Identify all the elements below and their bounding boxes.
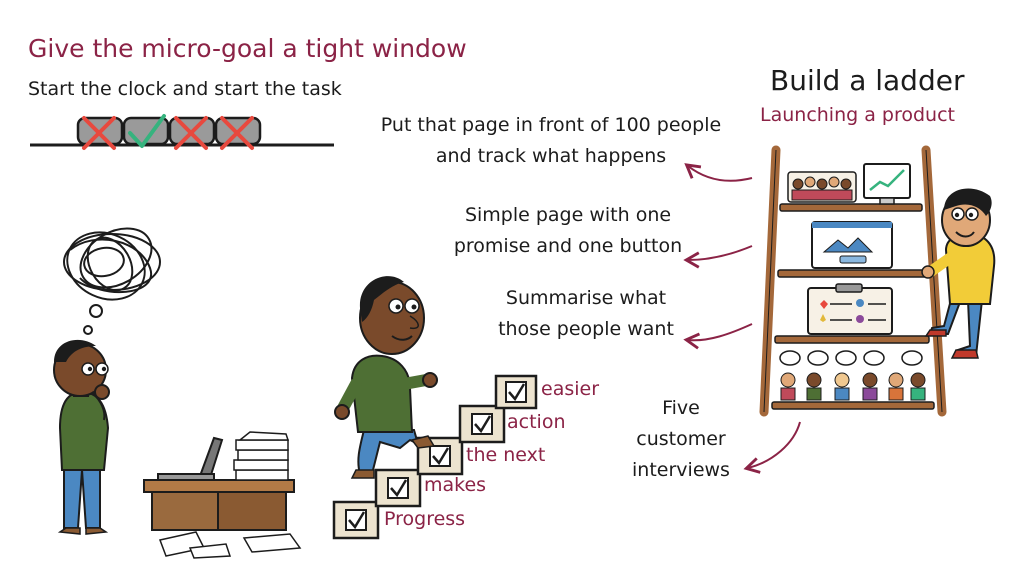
interview-people-icon <box>779 350 926 401</box>
check-icon <box>128 114 166 148</box>
checkbox-icon <box>345 509 367 531</box>
arrow-to-rung-1 <box>684 163 753 182</box>
ladder-rung <box>777 269 927 278</box>
checkbox-icon <box>505 381 527 403</box>
arrow-to-rung-3 <box>683 323 753 350</box>
stair-word: makes <box>424 474 487 496</box>
cross-icon <box>174 116 208 150</box>
ladder-rung <box>774 335 930 344</box>
stair-word: the next <box>466 444 546 466</box>
page-title: Give the micro-goal a tight window <box>28 34 467 63</box>
ladder-rung <box>779 203 923 212</box>
climbing-person <box>334 276 438 479</box>
ladder-rung-label: Summarise what those people want <box>498 287 674 340</box>
staircase <box>332 374 538 540</box>
arrow-to-rung-2 <box>683 245 753 269</box>
ladder-rung-label: Five customer interviews <box>632 397 730 481</box>
ladder <box>759 145 947 417</box>
stair-word: easier <box>541 378 600 400</box>
ladder-rung-label: Simple page with one promise and one but… <box>453 204 683 257</box>
checkbox-icon <box>387 477 409 499</box>
ladder-subtitle: Launching a product <box>760 104 955 126</box>
thinking-person <box>53 339 110 535</box>
ladder-title: Build a ladder <box>770 64 965 97</box>
landing-page-icon <box>811 221 893 269</box>
page-subtitle: Start the clock and start the task <box>28 78 342 100</box>
checkbox-icon <box>471 413 493 435</box>
stair-word: action <box>507 411 566 433</box>
cross-icon <box>220 116 254 150</box>
cross-icon <box>82 116 116 150</box>
paper-stack <box>233 431 290 481</box>
ladder-climber <box>921 188 996 359</box>
ladder-rung <box>771 401 935 410</box>
clipboard-notes-icon <box>807 283 893 335</box>
ladder-rung-label: Put that page in front of 100 people and… <box>380 114 722 167</box>
tangled-thought-scribble <box>63 227 161 301</box>
growth-chart-icon <box>863 163 911 205</box>
desk <box>143 431 302 559</box>
checkbox-icon <box>429 445 451 467</box>
timeline <box>30 114 334 150</box>
crowd-icon <box>787 171 857 203</box>
thought-bubble-dots <box>83 304 103 335</box>
scattered-papers <box>158 531 302 559</box>
annotation-arrows <box>683 163 801 474</box>
laptop-icon <box>157 436 224 481</box>
arrow-to-rung-4 <box>743 421 801 474</box>
stair-word: Progress <box>384 508 466 530</box>
